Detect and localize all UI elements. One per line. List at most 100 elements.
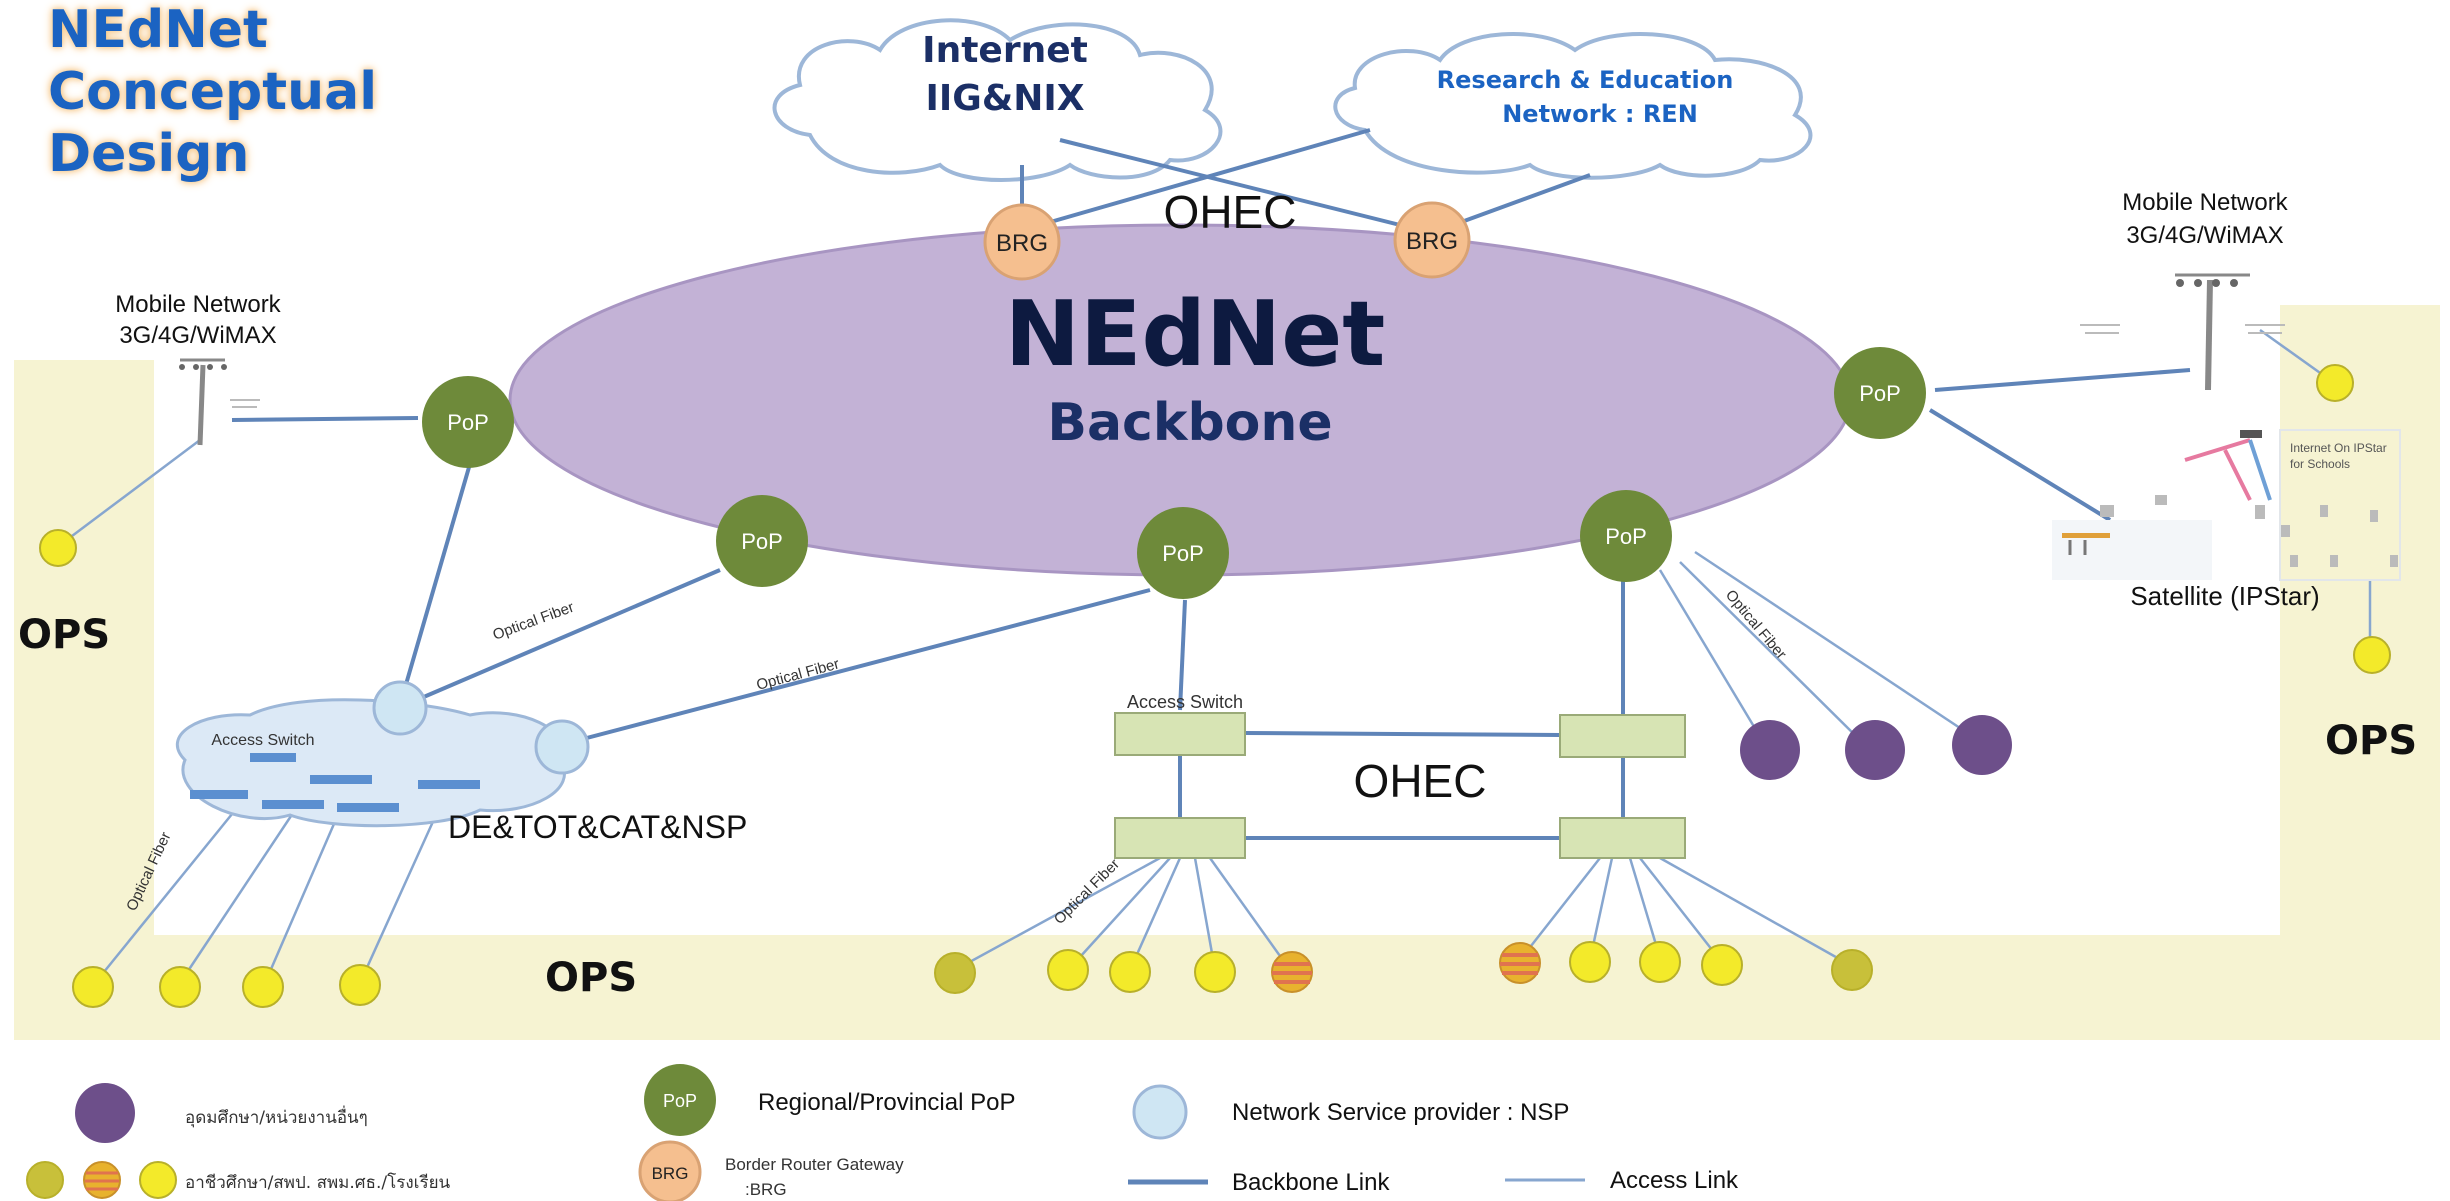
ops-band-left <box>14 360 154 1040</box>
ren-cloud-title: Research & Education <box>1437 66 1734 94</box>
purple-site-2 <box>1845 720 1905 780</box>
school-sw-r-4 <box>1701 944 1743 986</box>
school-sw-l-2 <box>1047 949 1089 991</box>
purple-site-3 <box>1952 715 2012 775</box>
nsp-bar-4 <box>262 800 324 809</box>
access-link-sw-r-4 <box>1639 857 1721 961</box>
optical-fiber-label-5: Optical Fiber <box>1722 587 1790 663</box>
brg-links <box>1020 128 1591 232</box>
link-ren-brg1 <box>1039 128 1371 227</box>
pop-node-right2 <box>1580 490 1672 582</box>
legend-brg-label-1: Border Router Gateway <box>725 1155 904 1174</box>
access-switch-center-label: Access Switch <box>1127 692 1243 712</box>
school-nsp-4 <box>339 964 381 1006</box>
optical-fiber-label-2: Optical Fiber <box>755 655 842 693</box>
legend: อุดมศึกษา/หน่วยงานอื่นๆ อาชีวศึกษา/สพป. … <box>26 1064 1739 1201</box>
school-nsp-3 <box>242 966 284 1008</box>
access-link-sw-l-3 <box>1128 857 1182 971</box>
link-pop-center-switch <box>1178 599 1187 711</box>
brg-node-1 <box>983 203 1061 281</box>
school-left-mobile <box>39 529 77 567</box>
legend-school-label: อาชีวศึกษา/สพป. สพม.ศธ./โรงเรียน <box>185 1172 451 1193</box>
nsp-label: DE&TOT&CAT&NSP <box>448 809 747 845</box>
pop-node-center-label: PoP <box>1162 541 1204 566</box>
nsp-bar-1 <box>250 753 296 762</box>
internet-cloud-subtitle: IIG&NIX <box>925 78 1084 119</box>
legend-school-swatch-olive <box>26 1161 64 1199</box>
purple-sites <box>1740 715 2012 780</box>
legend-purple-label: อุดมศึกษา/หน่วยงานอื่นๆ <box>185 1105 368 1128</box>
school-right-satellite <box>2353 636 2391 674</box>
satellite-illustration <box>2052 429 2401 581</box>
internet-cloud-title: Internet <box>922 30 1088 71</box>
nsp-switch-bars <box>190 753 480 812</box>
link-ren-brg2 <box>1444 173 1591 230</box>
legend-school-swatch-yellow <box>139 1161 177 1199</box>
mobile-right-label-1: Mobile Network <box>2122 189 2288 216</box>
access-link-sw-l-5 <box>1208 857 1292 971</box>
link-switch-h-top <box>1244 731 1561 737</box>
ops-band-right <box>2280 305 2440 1040</box>
access-link-mobile-right-ops <box>2259 328 2331 382</box>
pop-node-center <box>1137 507 1229 599</box>
pop-node-midleft <box>716 495 808 587</box>
school-sw-r-5 <box>1831 949 1873 991</box>
title-line-3: Design <box>48 124 250 184</box>
legend-pop-swatch <box>644 1064 716 1136</box>
access-link-pop-purple-1 <box>1658 569 1767 746</box>
access-switch-left-label: Access Switch <box>211 732 314 749</box>
legend-brg-swatch <box>638 1140 702 1201</box>
ohec-center-label: OHEC <box>1354 755 1487 807</box>
mobile-right-label-2: 3G/4G/WiMAX <box>2126 222 2283 249</box>
ops-label-bottom: OPS <box>545 955 638 1001</box>
school-sw-l-4 <box>1194 951 1236 993</box>
satellite-label: Satellite (IPStar) <box>2130 581 2319 611</box>
switch-bottom-left <box>1114 817 1246 859</box>
legend-backbone-label: Backbone Link <box>1232 1169 1390 1196</box>
legend-access-label: Access Link <box>1610 1167 1739 1194</box>
school-sw-l-3 <box>1109 951 1151 993</box>
center-switches <box>1114 712 1686 859</box>
pop-node-right-label: PoP <box>1859 381 1901 406</box>
link-pop-right-satellite <box>1928 408 2112 522</box>
ops-label-left: OPS <box>18 612 111 658</box>
title-line-1: NEdNet <box>48 0 268 60</box>
backbone-title: NEdNet <box>1005 282 1386 387</box>
switch-top-left <box>1114 712 1246 756</box>
ops-label-right: OPS <box>2325 718 2418 764</box>
access-link-nsp-3 <box>263 809 342 984</box>
nsp-node-2 <box>534 719 590 775</box>
ren-cloud <box>1333 32 1813 180</box>
pop-node-right2-label: PoP <box>1605 524 1647 549</box>
backbone-subtitle: Backbone <box>1047 393 1332 453</box>
brg-node-2 <box>1393 201 1471 279</box>
mobile-tower-left <box>179 358 260 446</box>
legend-purple-swatch <box>75 1083 135 1143</box>
access-link-nsp-2 <box>178 809 297 984</box>
legend-brg-label-2: :BRG <box>745 1180 787 1199</box>
purple-site-1 <box>1740 720 1800 780</box>
optical-fiber-label-4: Optical Fiber <box>1051 856 1123 928</box>
pop-node-right <box>1834 347 1926 439</box>
ohec-top-label: OHEC <box>1164 186 1297 238</box>
pop-nodes <box>422 347 1926 599</box>
access-link-sw-l-1 <box>954 856 1161 972</box>
school-right-mobile <box>2316 364 2354 402</box>
pop-node-left-label: PoP <box>447 410 489 435</box>
satellite-small-text-1: Internet On IPStar <box>2290 441 2387 455</box>
access-link-sw-r-3 <box>1628 857 1662 959</box>
legend-brg-swatch-label: BRG <box>652 1164 689 1183</box>
nsp-bar-5 <box>337 803 399 812</box>
link-pop-left-nsp <box>398 449 476 706</box>
network-links <box>59 328 2372 984</box>
brg-node-1-label: BRG <box>996 230 1048 257</box>
school-nsp-2 <box>159 966 201 1008</box>
link-mobile-left-pop <box>231 416 419 422</box>
access-link-sw-r-1 <box>1519 857 1601 961</box>
school-sw-r-3 <box>1639 941 1681 983</box>
school-nsp-1 <box>72 966 114 1008</box>
access-link-pop-purple-2 <box>1679 561 1866 746</box>
legend-nsp-label: Network Service provider : NSP <box>1232 1099 1569 1126</box>
legend-pop-swatch-label: PoP <box>663 1091 697 1111</box>
